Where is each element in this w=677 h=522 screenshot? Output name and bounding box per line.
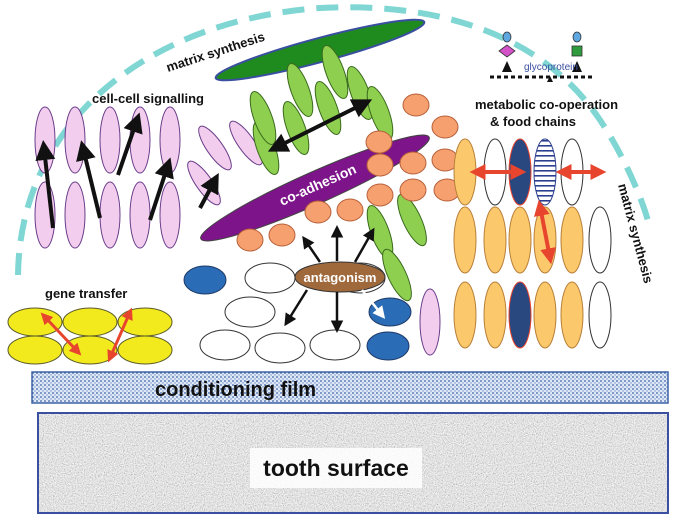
pink-cell (99, 106, 121, 174)
white-cell (588, 281, 612, 349)
conditioning-film (31, 371, 669, 404)
gold-cell (508, 206, 532, 274)
navy-cell (508, 281, 532, 349)
antagonism-ellipse (294, 261, 386, 293)
orange-cell (399, 178, 427, 202)
green-cell (382, 248, 412, 302)
yellow-cell (117, 335, 173, 365)
gene-transfer-label: gene transfer (45, 286, 127, 301)
yellow-cell (7, 335, 63, 365)
yellow-cell (62, 335, 118, 365)
orange-cells (236, 93, 461, 252)
pink-cell (129, 181, 151, 249)
conditioning-film-label: conditioning film (155, 379, 316, 401)
white-cell (309, 329, 361, 361)
gold-cell (533, 281, 557, 349)
antagonism-white-arrow (361, 289, 386, 319)
white-cell (244, 262, 296, 294)
tooth-surface-label: tooth surface (263, 455, 409, 481)
pink-cell (198, 125, 232, 171)
pink-cell (64, 181, 86, 249)
yellow-cell (62, 307, 118, 337)
gold-cell (560, 206, 584, 274)
white-cell (199, 329, 251, 361)
matrix-synthesis-right-label: matrix synthesis (615, 182, 656, 285)
gold-cell (453, 206, 477, 274)
pink-cell (159, 181, 181, 249)
signalling-arrows (35, 112, 219, 229)
blue-cell (368, 297, 412, 327)
orange-cell (366, 153, 394, 177)
white-cell (254, 332, 306, 364)
gene-transfer-cells (7, 307, 173, 365)
white-cell (588, 206, 612, 274)
gold-cell (453, 138, 477, 206)
pink-cell (159, 106, 181, 174)
antagonism-label: antagonism (304, 270, 377, 285)
blue-cell (183, 265, 227, 295)
gene-transfer-arrows (40, 307, 133, 363)
blue-cell (366, 331, 410, 361)
striped-cell (533, 138, 557, 206)
gold-cell (560, 281, 584, 349)
glycoprotein-label: glycoprotein (524, 62, 578, 73)
pink-cell (419, 288, 441, 356)
orange-cell (431, 115, 459, 139)
pink-cell (229, 120, 263, 166)
metabolic-cells (453, 138, 612, 349)
metabolic-arrows (469, 164, 607, 265)
green-cell (397, 193, 427, 247)
tooth-surface-label-bg (250, 448, 422, 488)
orange-cell (365, 130, 393, 154)
orange-cell (304, 200, 332, 224)
cell-cell-signalling-label: cell-cell signalling (92, 91, 204, 106)
gold-cell (483, 206, 507, 274)
orange-cell (366, 183, 394, 207)
metabolic-cooperation-label: metabolic co-operation (475, 97, 618, 112)
orange-cell (399, 151, 427, 175)
gold-cell (453, 281, 477, 349)
antagonism-arrows (284, 225, 375, 333)
orange-cell (236, 228, 264, 252)
food-chains-label: & food chains (490, 114, 576, 129)
pink-cell (64, 106, 86, 174)
orange-cell (336, 198, 364, 222)
pink-cell (129, 106, 151, 174)
gold-cell (483, 281, 507, 349)
pink-cell (99, 181, 121, 249)
orange-cell (268, 223, 296, 247)
orange-cell (402, 93, 430, 117)
glycoprotein-key (490, 31, 592, 82)
coadhesion-double-arrow (267, 99, 373, 152)
matrix-arc (15, 4, 653, 276)
white-cell (224, 296, 276, 328)
green-cell (321, 45, 349, 99)
yellow-cell (7, 307, 63, 337)
